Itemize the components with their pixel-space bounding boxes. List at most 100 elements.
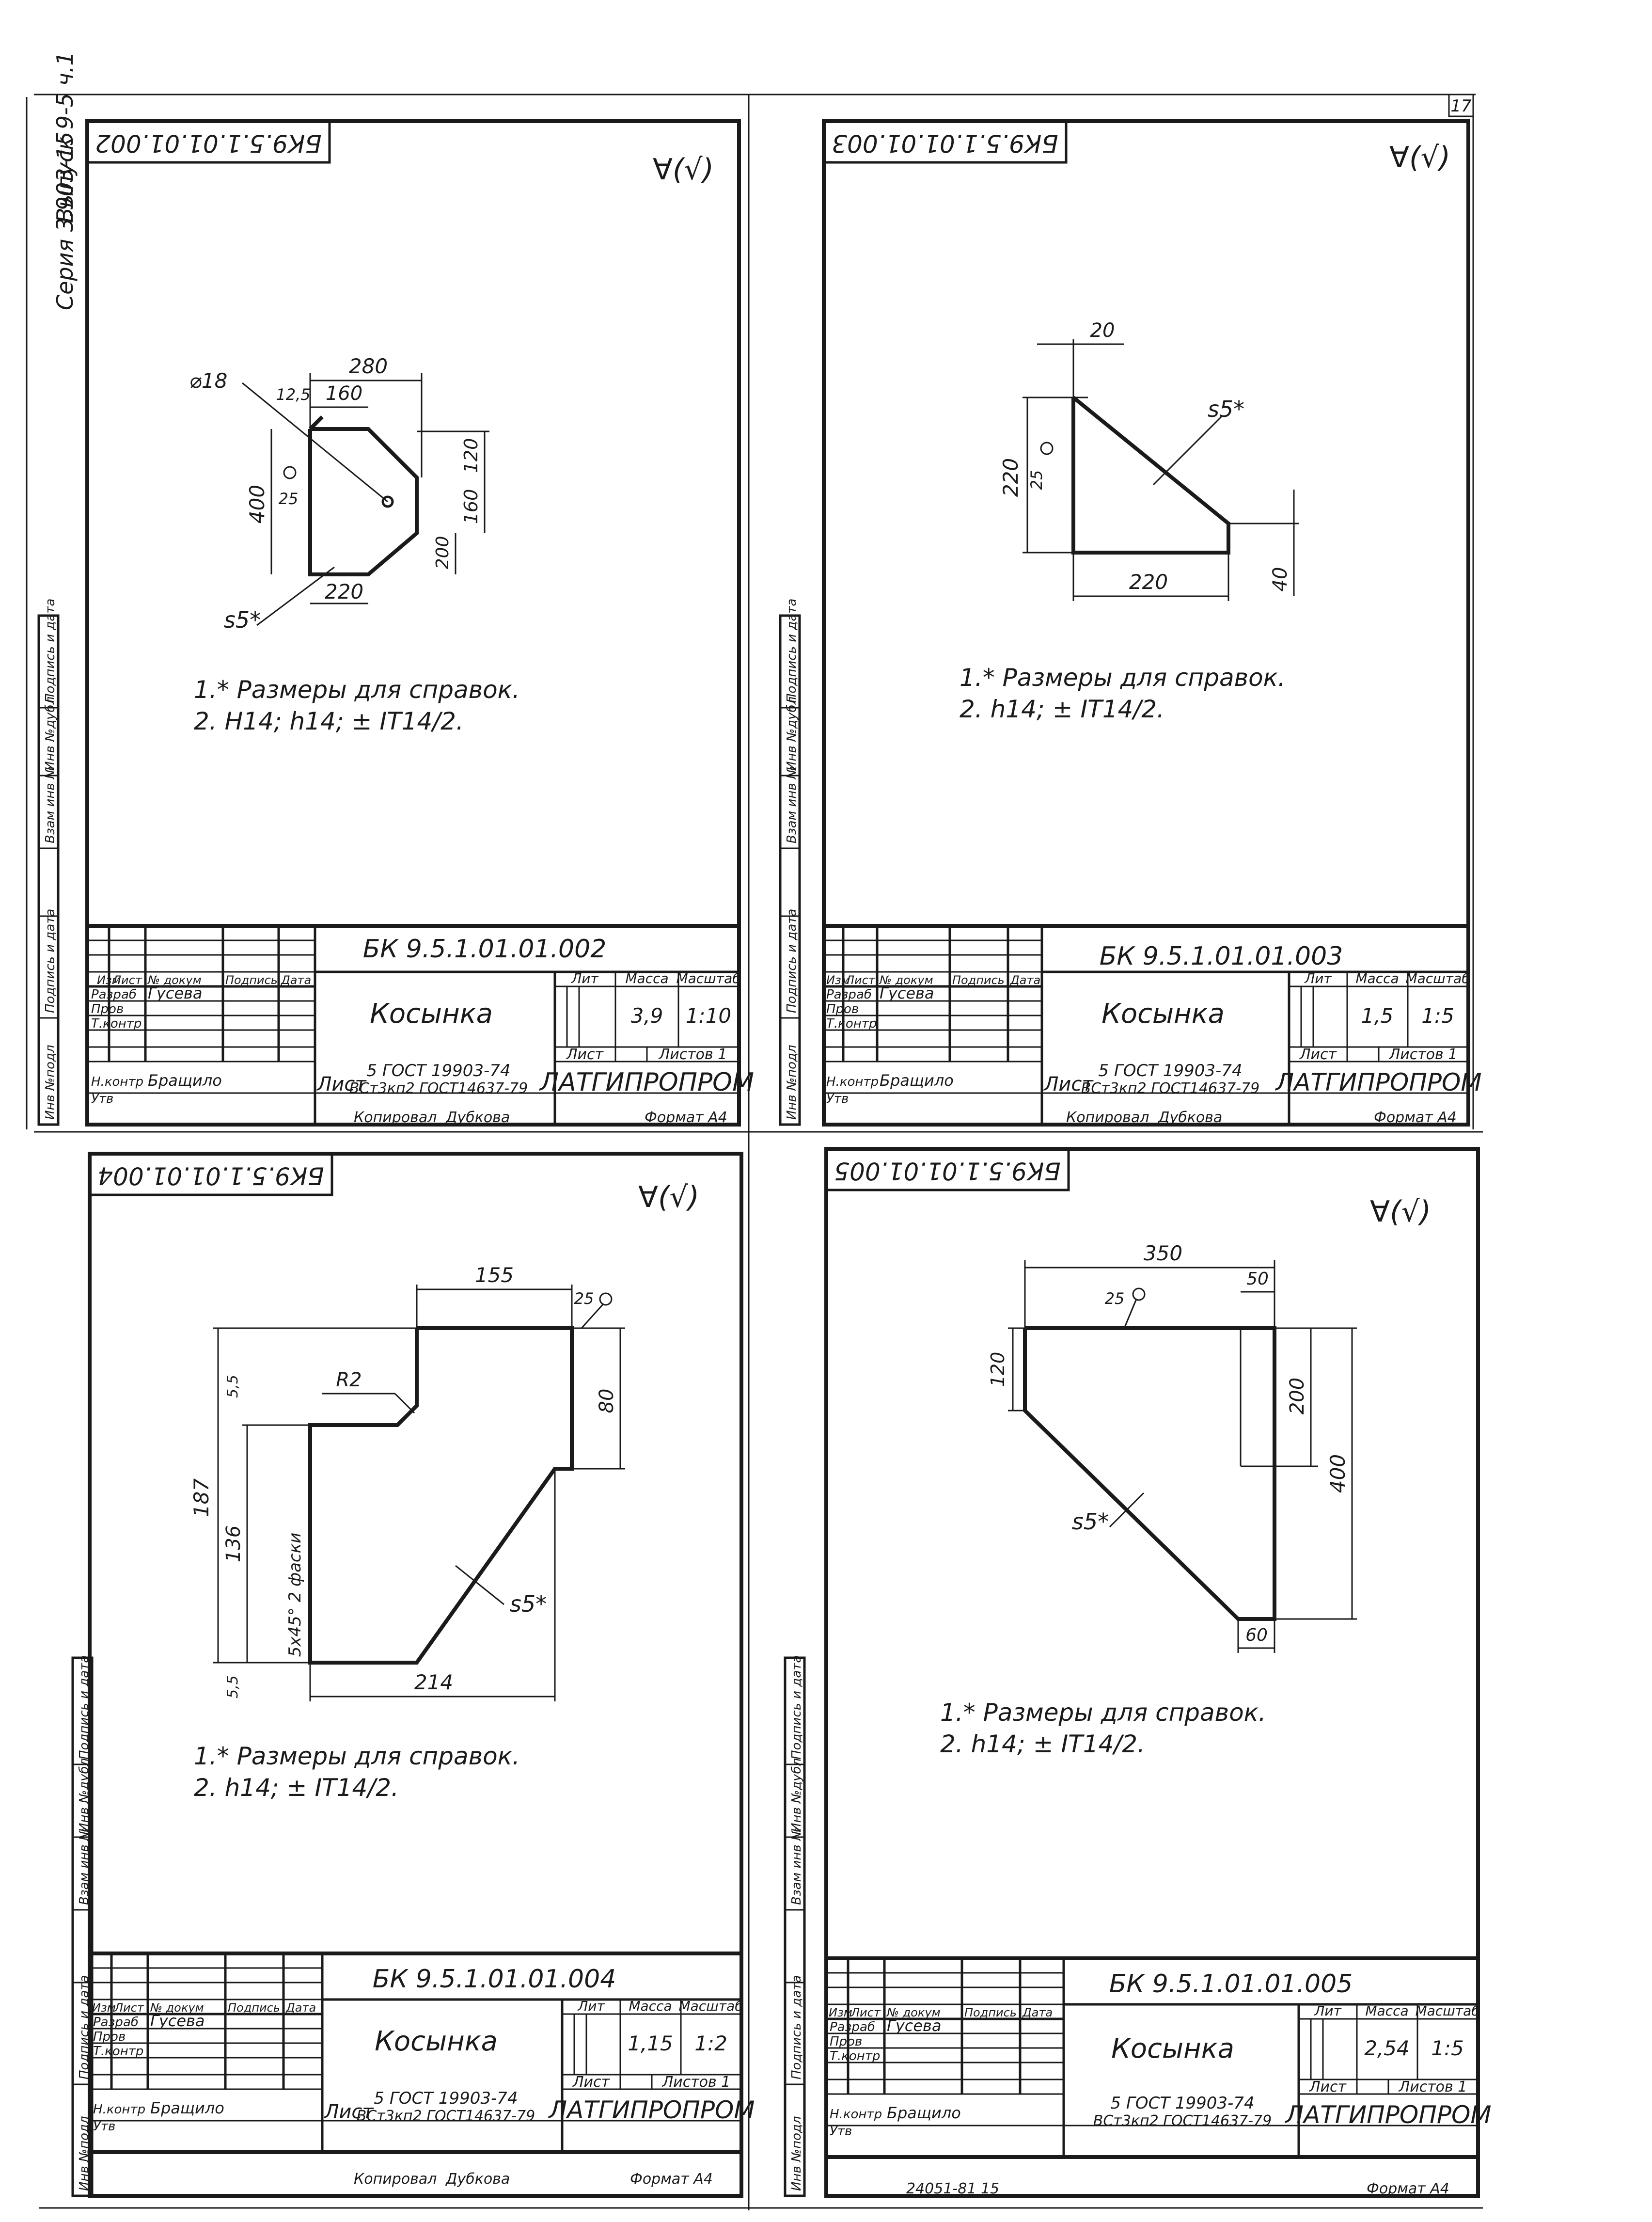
tb-lit-label: Лит bbox=[571, 970, 598, 986]
dim-280: 280 bbox=[349, 354, 388, 378]
copier: Дубкова bbox=[1157, 1109, 1222, 1126]
stamp-top-box bbox=[86, 120, 331, 164]
tb-sheet-label: Лист bbox=[566, 1046, 604, 1063]
stamp-label: Инв №подл bbox=[785, 1045, 799, 1120]
dim-400: 400 bbox=[1326, 1454, 1350, 1493]
tb-label: Утв bbox=[826, 1092, 849, 1106]
note-2: 2. h14; ± IT14/2. bbox=[960, 695, 1164, 723]
tb-label: № докум bbox=[149, 2001, 204, 2015]
tb-label: № докум bbox=[879, 973, 933, 987]
leader bbox=[242, 382, 388, 503]
tb-list-label: Лист bbox=[1043, 1073, 1094, 1095]
tb-mass: 1,5 bbox=[1361, 1004, 1394, 1028]
tb-part-name: Косынка bbox=[1101, 998, 1225, 1030]
tb-label: Н.контр bbox=[830, 2107, 882, 2122]
tb-label: Т.контр bbox=[91, 1016, 142, 1031]
tb-label: Изм bbox=[97, 973, 121, 987]
tb-label: Лист bbox=[114, 2001, 144, 2015]
roughness-mark: ∀(√) bbox=[638, 1180, 699, 1214]
tb-label: Утв bbox=[830, 2124, 852, 2139]
copier: Дубкова bbox=[445, 2171, 510, 2188]
tb-label: Н.контр bbox=[91, 1075, 143, 1089]
dim-R2: R2 bbox=[336, 1369, 362, 1391]
tb-label: Лист bbox=[845, 973, 876, 987]
copier: Дубкова bbox=[445, 1109, 510, 1126]
leader bbox=[256, 566, 335, 626]
tb-label: Н.контр bbox=[93, 2102, 145, 2117]
series-label: Серия 3.903-15 bbox=[52, 131, 78, 310]
tb-mass-label: Масса bbox=[625, 970, 668, 986]
tb-mass-label: Масса bbox=[629, 1998, 672, 2014]
tb-sheets-count: Листов 1 bbox=[659, 1046, 727, 1063]
tb-designation: БК 9.5.1.01.01.004 bbox=[373, 1965, 616, 1994]
tb-scale: 1:2 bbox=[694, 2032, 727, 2055]
tb-label: Пров bbox=[830, 2034, 862, 2049]
tb-organization: ЛАТГИПРОПРОМ bbox=[548, 2096, 755, 2124]
tb-label: Разраб bbox=[826, 987, 872, 1002]
stamp-label: Подпись и дата bbox=[785, 909, 799, 1013]
dim-220-horizontal: 220 bbox=[1129, 570, 1168, 594]
leader bbox=[1152, 416, 1222, 486]
tb-sheet-label: Лист bbox=[572, 2074, 611, 2091]
tb-scale-label: Масштаб bbox=[1415, 2003, 1479, 2019]
dim-220-vertical: 220 bbox=[999, 458, 1023, 497]
dim-350: 350 bbox=[1144, 1241, 1182, 1265]
stamp-label: Подпись и дата bbox=[785, 599, 799, 703]
dim-136: 136 bbox=[222, 1525, 245, 1562]
tb-label: Утв bbox=[93, 2119, 115, 2134]
dim-160b: 160 bbox=[460, 489, 482, 524]
stamp-top-box bbox=[88, 1152, 333, 1196]
format-label: Формат А4 bbox=[1374, 1109, 1457, 1126]
tb-developer: Гусева bbox=[148, 984, 203, 1002]
dim-40: 40 bbox=[1269, 567, 1291, 592]
tb-label: Подпись bbox=[952, 973, 1005, 987]
stamp-label: Подпись и дата bbox=[43, 599, 58, 703]
stamp-label: Взам инв № bbox=[785, 766, 799, 843]
title-block bbox=[88, 1952, 743, 2154]
tb-label: Пров bbox=[826, 1002, 859, 1016]
tb-scale-label: Масштаб bbox=[676, 970, 740, 986]
tb-label: Разраб bbox=[830, 2020, 875, 2034]
tb-lit-label: Лит bbox=[1314, 2003, 1341, 2019]
tb-label: Утв bbox=[91, 1092, 113, 1106]
stamp-top-designation: БК9.5.1.01.01.004 bbox=[97, 1162, 324, 1190]
tb-mass: 1,15 bbox=[628, 2032, 673, 2055]
tb-lit-label: Лит bbox=[1304, 970, 1332, 986]
thickness-label: s5* bbox=[510, 1591, 547, 1617]
dim-400: 400 bbox=[245, 485, 269, 524]
tb-scale: 1:10 bbox=[686, 1004, 731, 1028]
dim-60: 60 bbox=[1245, 1625, 1268, 1645]
dim-25: 25 bbox=[574, 1289, 594, 1308]
dim-5-5-top: 5,5 bbox=[224, 1375, 241, 1398]
margin-stamp-top-left: Подпись и дата Инв №дубл Взам инв № Подп… bbox=[37, 599, 60, 1126]
stamp-top-box bbox=[825, 1147, 1070, 1191]
dim-120: 120 bbox=[987, 1352, 1008, 1387]
dim-50: 50 bbox=[1246, 1269, 1269, 1289]
part-outline bbox=[1071, 396, 1230, 555]
tb-scale-label: Масштаб bbox=[678, 1998, 743, 2014]
tb-label: Пров bbox=[93, 2030, 126, 2044]
note-1: 1.* Размеры для справок. bbox=[940, 1698, 1266, 1727]
tb-designation: БК 9.5.1.01.01.005 bbox=[1109, 1969, 1353, 1999]
stamp-label: Подпись и дата bbox=[789, 1975, 804, 2079]
tb-organization: ЛАТГИПРОПРОМ bbox=[1285, 2101, 1492, 2129]
dim-200: 200 bbox=[433, 536, 453, 570]
dim-hole-diameter: ⌀18 bbox=[189, 369, 228, 393]
sheet-004: БК9.5.1.01.01.004 ∀(√) 155 25 R2 80 187 … bbox=[88, 1152, 755, 2198]
roughness-mark: ∀(√) bbox=[1370, 1195, 1431, 1229]
hole bbox=[381, 495, 394, 508]
tb-standard: 5 ГОСТ 19903-74 bbox=[1098, 1061, 1242, 1080]
sheet-005: БК9.5.1.01.01.005 ∀(√) 350 50 25 120 200… bbox=[824, 1147, 1492, 2198]
copied-label: Копировал bbox=[354, 1109, 437, 1126]
sheet-003: БК9.5.1.01.01.003 ∀(√) 20 s5* 220 25 220… bbox=[822, 119, 1481, 1127]
copy-note: 24051-81 15 bbox=[906, 2180, 999, 2197]
tb-material: ВСт3кп2 ГОСТ14637-79 bbox=[1081, 1080, 1259, 1097]
thickness-label: s5* bbox=[1208, 396, 1244, 422]
tb-label: Дата bbox=[281, 973, 311, 987]
thickness-label: s5* bbox=[1072, 1508, 1109, 1535]
tb-label: Лист bbox=[850, 2006, 881, 2019]
leader bbox=[394, 1393, 415, 1414]
tb-sheets-count: Листов 1 bbox=[662, 2074, 731, 2091]
margin-stamp-bottom-right: Подпись и дата Инв №дубл Взам инв № Подп… bbox=[784, 1655, 806, 2197]
note-2: 2. h14; ± IT14/2. bbox=[194, 1774, 399, 1802]
